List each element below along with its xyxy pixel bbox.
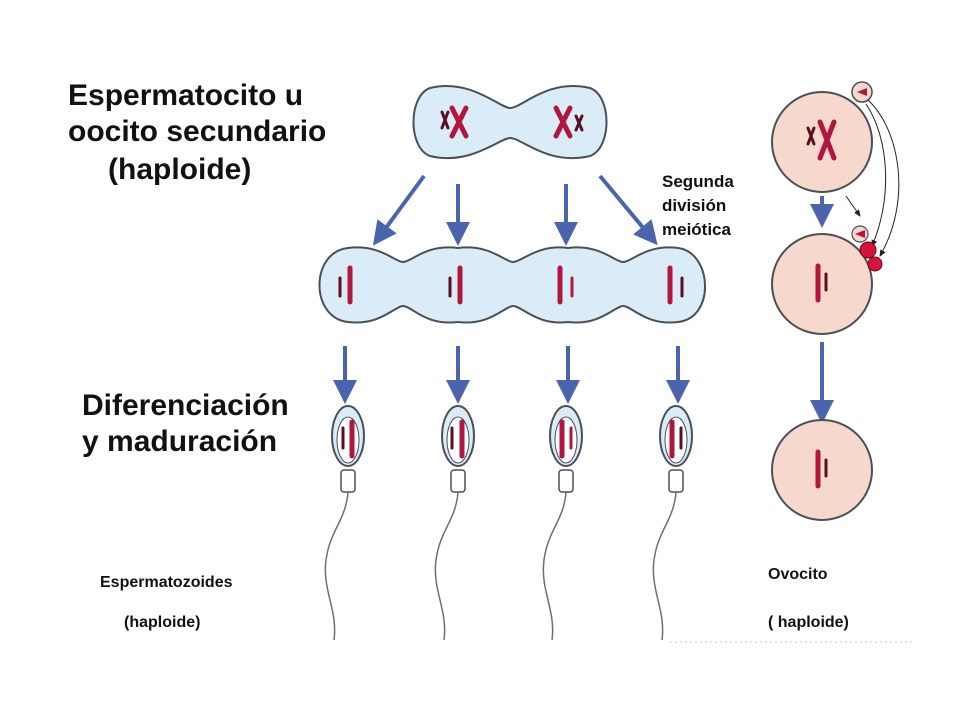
division-label-line1: Segunda bbox=[662, 172, 734, 191]
secondary-oocyte bbox=[771, 81, 873, 193]
sperm-cells bbox=[324, 405, 693, 641]
chromosome-chain-4 bbox=[667, 265, 684, 305]
ovocyte-cell bbox=[771, 419, 873, 521]
secondary-spermatocyte-cell bbox=[412, 85, 608, 159]
chromosome-pair-left bbox=[440, 105, 469, 139]
ovocyte-label: Ovocito bbox=[768, 566, 828, 583]
polar-body-curves bbox=[845, 99, 900, 257]
sperm-1 bbox=[324, 405, 365, 641]
division-arrows bbox=[372, 174, 658, 246]
spermatid-chain bbox=[318, 246, 706, 324]
differentiation-label-line1: Diferenciación bbox=[82, 389, 289, 422]
division-label-line3: meiótica bbox=[662, 220, 731, 239]
secondary-cell-title-line2: oocito secundario bbox=[68, 115, 327, 148]
chromosome-chain-3 bbox=[557, 265, 574, 305]
sperm-ploidy-label: (haploide) bbox=[124, 614, 201, 631]
chromosome-pair-right bbox=[553, 105, 584, 139]
secondary-cell-title-line3: (haploide) bbox=[108, 153, 252, 186]
division-label-line2: división bbox=[662, 196, 727, 215]
sperm-2 bbox=[434, 405, 475, 641]
ootid-cell bbox=[771, 225, 883, 335]
sperm-3 bbox=[542, 405, 583, 641]
second-polar-body-1 bbox=[859, 241, 877, 259]
chromosome-chain-1 bbox=[338, 265, 353, 305]
sperm-4 bbox=[652, 405, 693, 641]
secondary-cell-title-line1: Espermatocito u bbox=[68, 79, 304, 112]
oocyte-column bbox=[771, 81, 900, 521]
ovocyte-ploidy-label: ( haploide) bbox=[768, 614, 849, 631]
maturation-arrows bbox=[333, 346, 690, 404]
second-polar-body-2 bbox=[867, 256, 883, 272]
chromosome-chain-2 bbox=[448, 265, 463, 305]
sperm-label: Espermatozoides bbox=[100, 574, 233, 591]
differentiation-label-line2: y maduración bbox=[82, 425, 278, 458]
